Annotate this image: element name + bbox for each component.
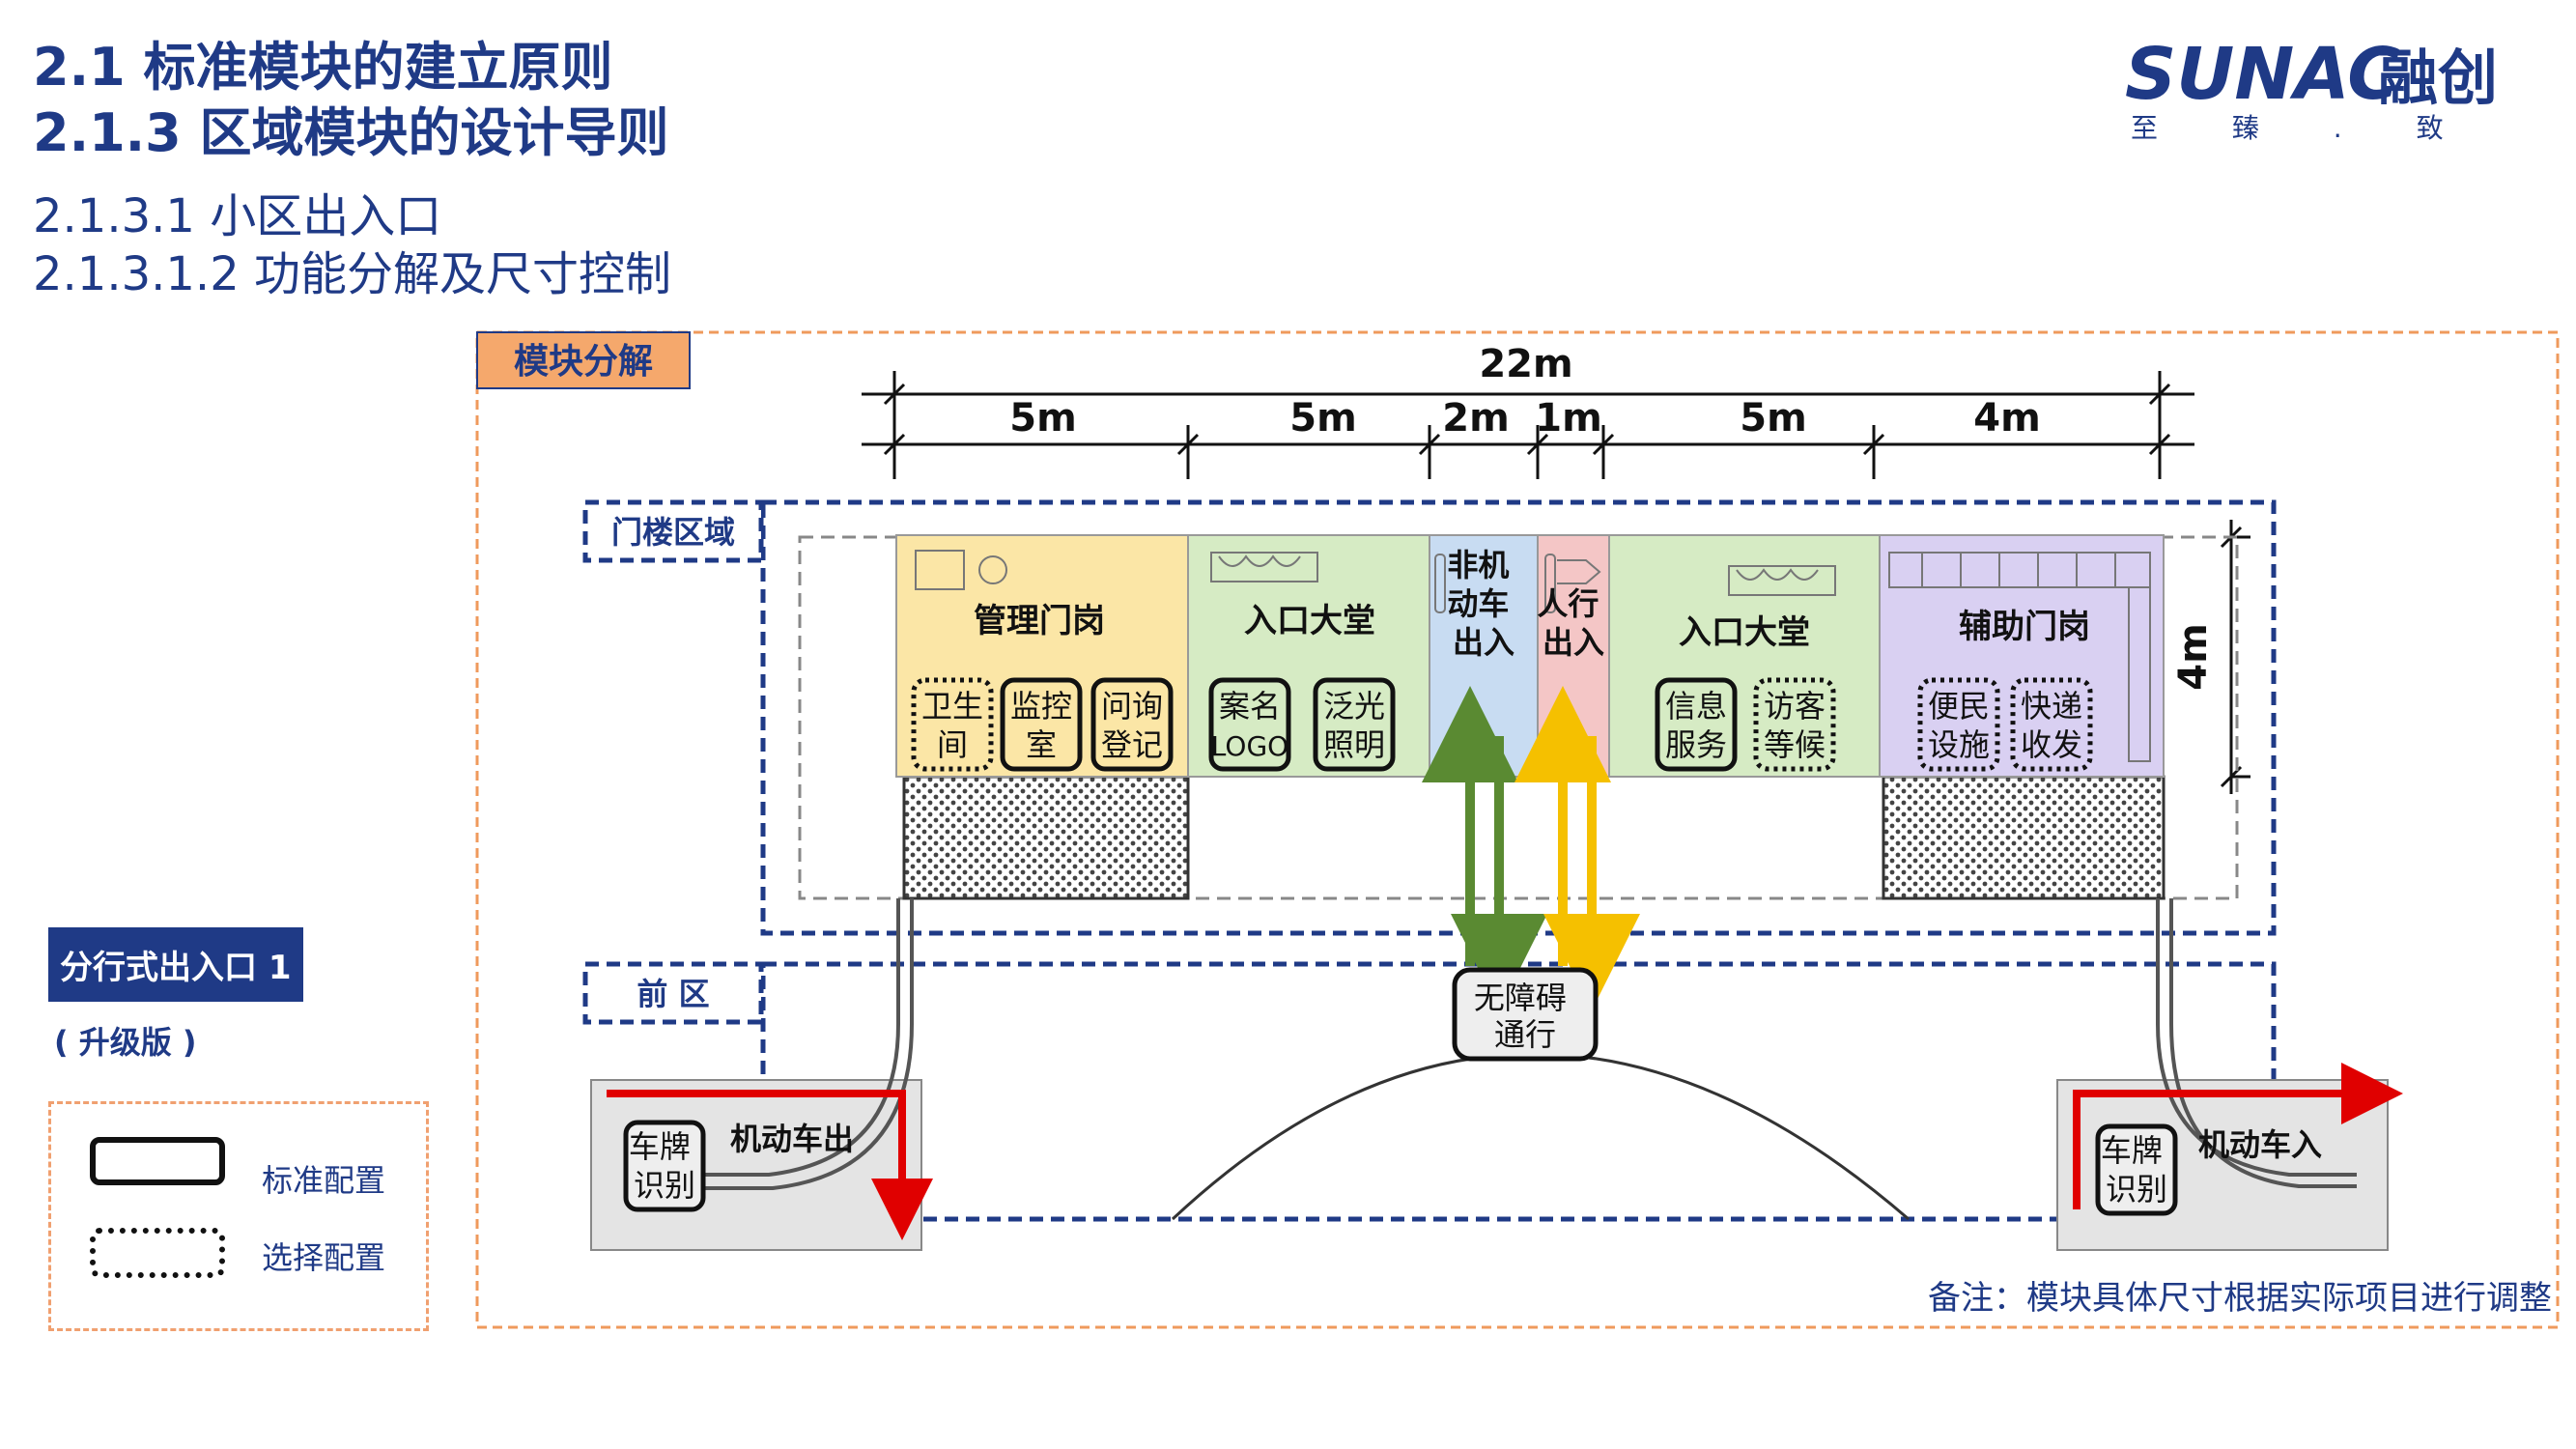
section-title: 2.1.3 区域模块的设计导则 xyxy=(33,102,669,163)
logo-brand-cn: 融创 xyxy=(2378,43,2498,113)
management-sub-label-2: 室 xyxy=(1026,726,1057,763)
dim-seg-4: 1m xyxy=(1535,396,1602,440)
gate-zone-boundary xyxy=(760,499,2277,936)
aux-sub-box-1 xyxy=(1917,677,2000,772)
plaza-arc xyxy=(1171,1052,1910,1221)
barrier-free-box xyxy=(1452,967,1599,1062)
aux-sub-label-1: 设施 xyxy=(1928,726,1990,763)
vehicle-entry-arrow xyxy=(2073,1063,2403,1209)
lobby-left-sub-box-1 xyxy=(1208,677,1291,772)
dim-seg-1: 5m xyxy=(1009,396,1077,440)
canopy-outline xyxy=(798,535,2239,900)
vehicle-exit-label: 机动车出 xyxy=(730,1121,854,1157)
management-sub-label-2: 监控 xyxy=(1010,688,1072,724)
legend-dotted-label: 选择配置 xyxy=(262,1239,386,1276)
management-sub-box-1 xyxy=(911,677,994,772)
front-zone-label-box xyxy=(582,961,764,1025)
logo-graphic: SUNAC 融创 至 臻 . 致 远 xyxy=(2125,33,2545,144)
vehicle-entry-label: 机动车入 xyxy=(2198,1126,2322,1163)
exit-road-curve-inner xyxy=(676,898,914,1190)
module-lobby-right xyxy=(1608,534,1881,778)
logo-slogan: 至 臻 . 致 远 xyxy=(2131,112,2511,141)
management-sub-box-3 xyxy=(1090,677,1174,772)
vehicle-exit-arrow xyxy=(607,1090,933,1240)
legend-solid-label: 标准配置 xyxy=(262,1162,386,1199)
entry-road-curve-inner xyxy=(2169,898,2357,1188)
dim-seg-6: 4m xyxy=(1973,396,2041,440)
legend: 标准配置 选择配置 xyxy=(48,1101,429,1331)
lobby-right-sub-label-1: 服务 xyxy=(1665,726,1727,763)
module-management-title: 管理门岗 xyxy=(974,602,1105,640)
module-pedestrian-title: 人行 出入 xyxy=(1537,585,1609,661)
lobby-right-sub-box-2 xyxy=(1753,677,1836,772)
plate-recognition-exit xyxy=(623,1120,706,1212)
section-label-box xyxy=(476,331,691,389)
exit-road-curve xyxy=(676,898,900,1177)
module-nonmotor-title: 非机 动车 出入 xyxy=(1447,547,1519,661)
module-management xyxy=(895,534,1189,778)
lobby-left-sub-label-2: 照明 xyxy=(1323,726,1385,763)
entry-road-curve xyxy=(2156,898,2357,1177)
version-label: ( 升级版 ) xyxy=(54,1024,197,1061)
module-lobby-right-title: 入口大堂 xyxy=(1679,613,1810,652)
subsection-title: 2.1.3.1 小区出入口 xyxy=(33,189,442,243)
section-label: 模块分解 xyxy=(514,342,653,382)
lobby-right-sub-label-2: 等候 xyxy=(1764,726,1826,763)
management-sub-box-2 xyxy=(1000,677,1083,772)
lobby-right-sub-label-1: 信息 xyxy=(1665,688,1727,724)
dim-seg-5: 5m xyxy=(1740,396,1807,440)
aux-sub-label-2: 收发 xyxy=(2021,726,2082,763)
entrance-type-tag: 分行式出入口 1 xyxy=(48,927,303,1002)
furniture-sketches xyxy=(915,550,2151,762)
lobby-left-sub-label-2: 泛光 xyxy=(1323,688,1385,724)
plate-recognition-exit-label: 车牌 识别 xyxy=(629,1128,700,1204)
lobby-left-sub-box-2 xyxy=(1313,677,1396,772)
management-sub-label-3: 登记 xyxy=(1101,726,1163,763)
logo-brand-en: SUNAC xyxy=(2125,33,2400,116)
module-lobby-left-title: 入口大堂 xyxy=(1244,602,1375,640)
management-sub-label-3: 问询 xyxy=(1101,688,1163,724)
page-title: 2.1 标准模块的建立原则 xyxy=(33,37,613,98)
aux-sub-label-2: 快递 xyxy=(2021,688,2082,724)
brand-logo: SUNAC 融创 至 臻 . 致 远 xyxy=(2125,25,2545,144)
plate-recognition-entry-label: 车牌 识别 xyxy=(2101,1132,2172,1208)
aux-sub-box-2 xyxy=(2010,677,2093,772)
paving-left xyxy=(902,775,1190,900)
lobby-right-sub-box-1 xyxy=(1655,677,1738,772)
legend-solid-swatch xyxy=(90,1137,225,1185)
aux-sub-label-1: 便民 xyxy=(1928,688,1990,724)
dim-depth: 4m xyxy=(2171,623,2216,691)
barrier-free-label: 无障碍 通行 xyxy=(1474,980,1576,1053)
module-aux-title: 辅助门岗 xyxy=(1959,608,2090,646)
front-zone-label: 前 区 xyxy=(637,976,709,1012)
lobby-left-sub-label-1: LOGO xyxy=(1211,730,1288,762)
dimension-lines xyxy=(862,371,2194,479)
footnote: 备注：模块具体尺寸根据实际项目进行调整 xyxy=(1928,1279,2552,1318)
gate-zone-label-box xyxy=(582,499,764,563)
gate-zone-label: 门楼区域 xyxy=(611,514,735,551)
management-sub-label-1: 卫生 xyxy=(921,688,983,724)
subsubsection-title: 2.1.3.1.2 功能分解及尺寸控制 xyxy=(33,247,671,301)
dim-seg-2: 5m xyxy=(1289,396,1357,440)
paving-right xyxy=(1882,775,2166,900)
plate-recognition-entry xyxy=(2095,1123,2178,1216)
management-sub-label-1: 间 xyxy=(937,726,968,763)
lobby-left-sub-label-1: 案名 xyxy=(1219,688,1281,724)
dim-seg-3: 2m xyxy=(1442,396,1510,440)
dim-total: 22m xyxy=(1479,342,1572,386)
lobby-right-sub-label-2: 访客 xyxy=(1764,688,1826,724)
diagram-frame xyxy=(475,330,2560,1329)
legend-dotted-swatch xyxy=(90,1228,225,1278)
